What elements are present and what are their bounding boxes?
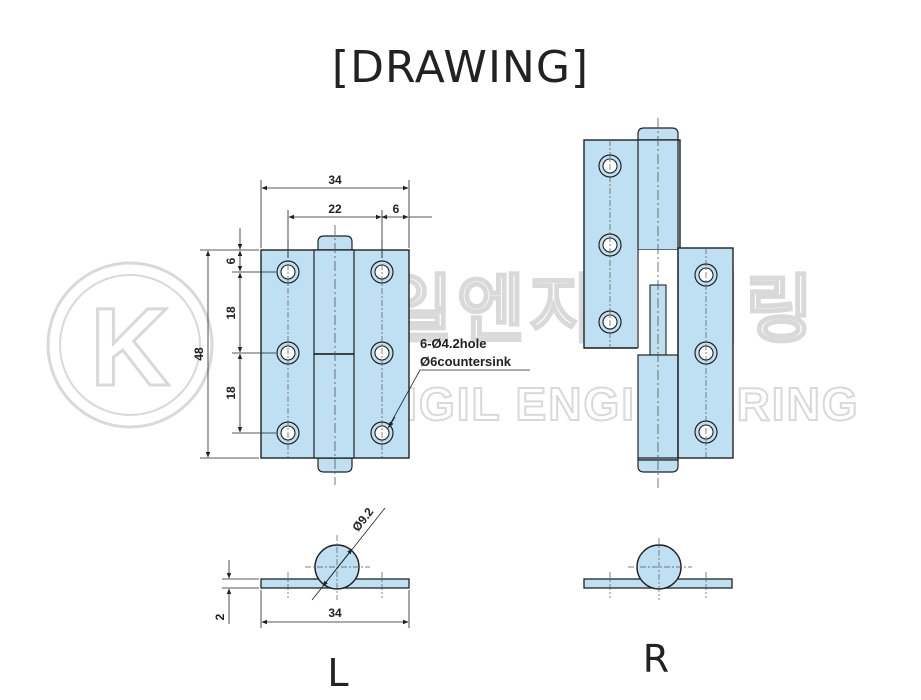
view-label-right: R bbox=[643, 637, 669, 681]
dim-overall-width: 34 bbox=[328, 173, 342, 187]
right-pin-top-cap bbox=[637, 127, 679, 141]
dim-edge-to-hole: 6 bbox=[393, 202, 400, 216]
note-countersink-spec: Ø6countersink bbox=[420, 354, 512, 369]
left-lower-knuckle bbox=[313, 353, 355, 459]
left-upper-knuckle bbox=[313, 249, 355, 355]
dim-overall-height: 48 bbox=[192, 347, 206, 361]
left-hinge-front-view bbox=[260, 225, 410, 485]
dim-hole-pitch-2: 18 bbox=[224, 386, 238, 400]
dim-bottom-width: 34 bbox=[328, 606, 342, 620]
left-hinge-side-view bbox=[222, 507, 410, 628]
left-dimensions bbox=[200, 180, 530, 459]
right-hole-centerlines bbox=[609, 140, 707, 458]
watermark-logo-inner-circle bbox=[59, 274, 201, 416]
right-hinge-side-view bbox=[583, 538, 733, 600]
dim-plate-thickness: 2 bbox=[213, 613, 227, 620]
left-holes bbox=[276, 260, 394, 445]
dim-hole-pitch-1: 18 bbox=[224, 306, 238, 320]
dim-pin-to-hole: 22 bbox=[328, 202, 342, 216]
left-hole-centerlines bbox=[287, 240, 383, 458]
note-hole-spec: 6-Ø4.2hole bbox=[420, 336, 486, 351]
drawing-title: [DRAWING] bbox=[331, 42, 590, 93]
dim-knuckle-diameter: Ø9.2 bbox=[349, 505, 376, 534]
view-label-left: L bbox=[327, 651, 348, 695]
watermark-logo-circle bbox=[46, 261, 214, 429]
watermark-logo-letter: K bbox=[90, 286, 169, 409]
dim-top-offset: 6 bbox=[224, 257, 238, 264]
right-hinge-front-view bbox=[583, 118, 734, 490]
right-side-centerlines bbox=[609, 538, 707, 600]
left-side-dimension-lines bbox=[222, 507, 410, 628]
